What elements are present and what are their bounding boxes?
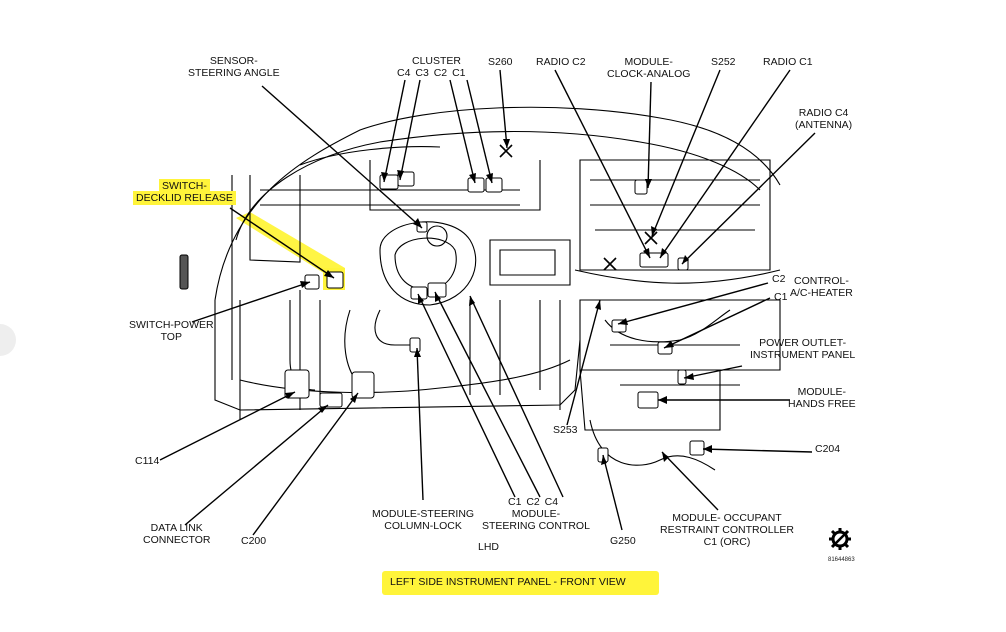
label-power-outlet: POWER OUTLET- INSTRUMENT PANEL — [750, 337, 856, 361]
label-s260: S260 — [488, 56, 513, 68]
label-s252: S252 — [711, 56, 736, 68]
label-switch-decklid-release: SWITCH- DECKLID RELEASE — [133, 179, 236, 205]
label-module-clock-analog: MODULE- CLOCK-ANALOG — [607, 56, 691, 80]
edge-circle — [0, 324, 16, 356]
leader-lines — [159, 69, 816, 536]
diagram-title: LEFT SIDE INSTRUMENT PANEL - FRONT VIEW — [390, 576, 626, 588]
gear-icon — [829, 528, 851, 550]
label-c204: C204 — [815, 443, 841, 455]
arrow-heads — [285, 139, 712, 465]
label-data-link-connector: DATA LINK CONNECTOR — [143, 522, 211, 546]
label-radio-c1: RADIO C1 — [763, 56, 813, 68]
splice-marks — [499, 144, 658, 271]
label-radio-c2: RADIO C2 — [536, 56, 586, 68]
label-control-c2: C2 — [772, 273, 786, 285]
label-module-steering-column-lock: MODULE-STEERING COLUMN-LOCK — [372, 508, 475, 532]
label-steering-control-connectors: C1 C2 C4 — [508, 496, 559, 508]
label-c200: C200 — [241, 535, 267, 547]
highlight-marks — [236, 212, 345, 290]
label-module-steering-control: MODULE- STEERING CONTROL — [482, 508, 590, 532]
label-cluster-connectors: C4 C3 C2 C1 — [397, 67, 466, 79]
label-g250: G250 — [610, 535, 636, 547]
label-orc: MODULE- OCCUPANT RESTRAINT CONTROLLER C1… — [660, 512, 794, 548]
label-radio-c4: RADIO C4 (ANTENNA) — [795, 107, 853, 131]
label-lhd: LHD — [478, 541, 500, 553]
connector-blobs — [179, 171, 705, 463]
title-highlight — [382, 571, 659, 595]
label-control-ac-heater: CONTROL- A/C-HEATER — [790, 275, 853, 299]
label-module-hands-free: MODULE- HANDS FREE — [788, 386, 856, 410]
label-control-c1: C1 — [774, 291, 788, 303]
label-switch-power-top: SWITCH-POWER TOP — [129, 319, 214, 343]
panel-outline — [214, 106, 781, 471]
label-sensor-steering-angle: SENSOR- STEERING ANGLE — [188, 55, 280, 79]
figure-id: 81644863 — [828, 557, 855, 563]
label-cluster: CLUSTER — [412, 55, 462, 67]
label-c114: C114 — [135, 455, 160, 467]
label-s253: S253 — [553, 424, 578, 436]
